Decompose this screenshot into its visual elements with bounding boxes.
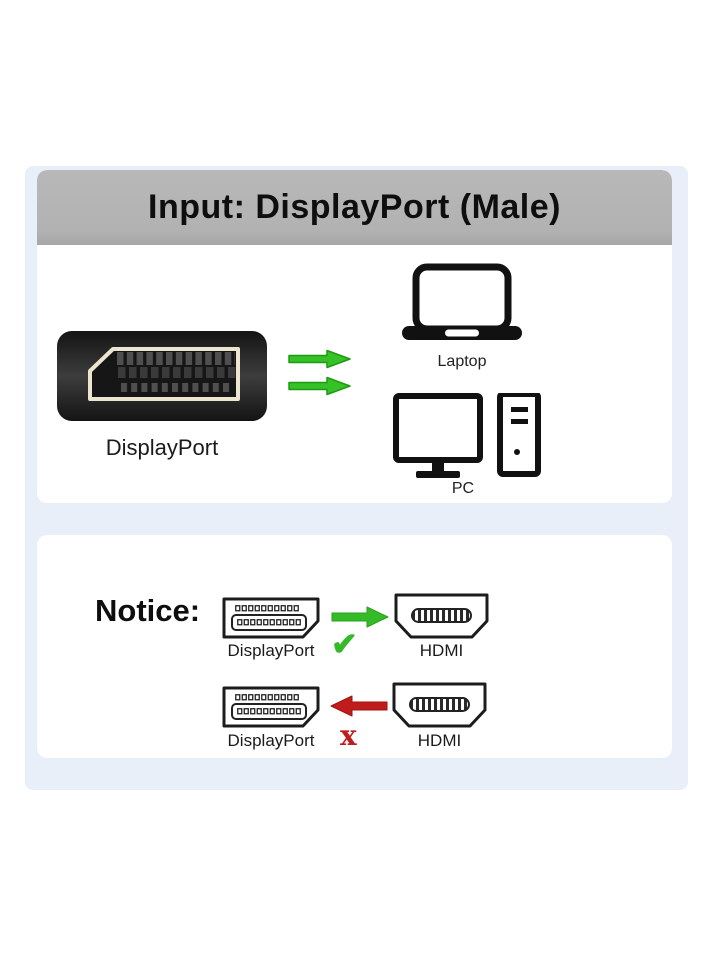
title-bar-label: Input: DisplayPort (Male) [148,188,561,226]
input-section-card: Input: DisplayPort (Male) DisplayPort [37,170,672,503]
red-cross-icon: x [340,719,357,752]
source-port-label: DisplayPort [227,641,315,660]
input-section-body: DisplayPort Lap [37,245,672,503]
diagram-panel: Input: DisplayPort (Male) DisplayPort [25,166,688,790]
laptop-icon [402,263,522,352]
target-port-label: HDMI [417,731,462,750]
displayport-male-plug-icon [57,331,267,426]
desktop-pc-icon [393,391,541,488]
notice-heading: Notice: [95,593,201,628]
double-green-arrow-right-icon [288,349,352,404]
green-arrow-right-icon [331,605,389,634]
target-port-label: HDMI [419,641,464,660]
hdmi-port-icon [394,593,489,644]
notice-section-card: Notice: Displ [37,535,672,758]
red-arrow-left-icon [328,694,388,723]
displayport-port-icon [222,597,320,644]
connector-label: DisplayPort [105,435,219,460]
pc-label: PC [451,480,475,497]
green-check-icon: ✔ [331,626,358,662]
hdmi-port-icon [392,682,487,733]
displayport-port-icon [222,686,320,733]
laptop-label: Laptop [437,353,487,370]
title-bar: Input: DisplayPort (Male) [37,170,672,245]
source-port-label: DisplayPort [227,731,315,750]
